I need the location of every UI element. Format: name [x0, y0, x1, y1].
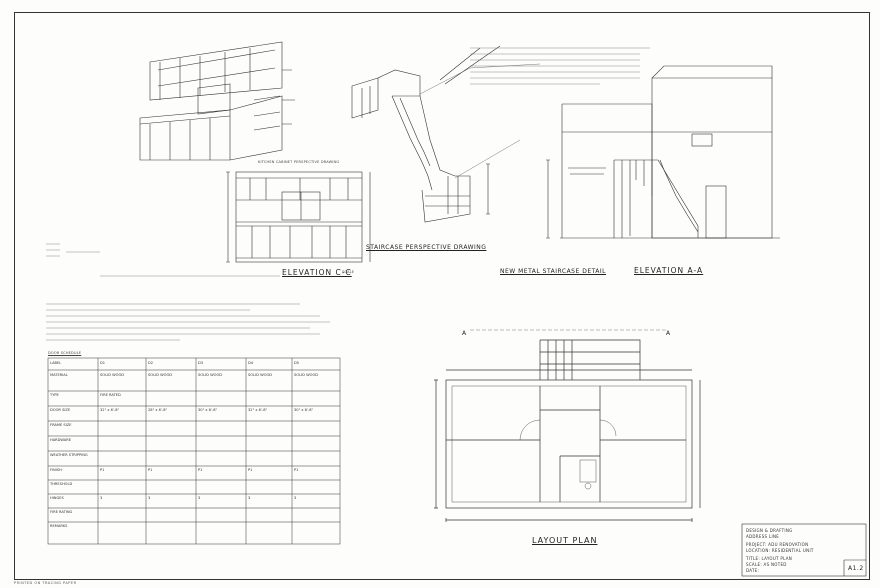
layout-plan-title: LAYOUT PLAN — [532, 536, 598, 545]
schedule-row-label: FRAME SIZE — [50, 423, 72, 427]
kitchen-perspective-title: KITCHEN CABINET PERSPECTIVE DRAWING — [258, 160, 340, 164]
schedule-header-cell: D5 — [294, 361, 300, 365]
schedule-cell: SOLID WOOD — [198, 373, 223, 377]
elevation-cc-title: ELEVATION C-C — [282, 268, 352, 277]
schedule-cell: P1 — [198, 468, 203, 472]
schedule-cell: 30" x 6'-8" — [294, 408, 314, 412]
drawing-sheet-border — [14, 12, 870, 580]
schedule-row-label: FIRE RATING — [50, 510, 73, 514]
title-block-line: DESIGN & DRAFTING — [746, 528, 793, 533]
schedule-row-label: TYPE — [50, 393, 59, 397]
schedule-cell: P1 — [248, 468, 253, 472]
schedule-row-label: DOOR SIZE — [50, 408, 71, 412]
layout-plan-drawing — [434, 339, 701, 522]
title-block-line: DATE: — [746, 568, 760, 573]
elevation-aa-title: ELEVATION A-A — [634, 266, 704, 275]
schedule-row-label: MATERIAL — [50, 373, 68, 377]
title-block-line: ADDRESS LINE — [746, 534, 780, 539]
schedule-cell: 3 — [248, 496, 251, 500]
schedule-header-cell: D1 — [100, 361, 106, 365]
schedule-row-label: FINISH — [50, 468, 62, 472]
title-block-line: LOCATION: RESIDENTIAL UNIT — [746, 548, 814, 553]
door-schedule-table — [47, 357, 341, 545]
schedule-cell: SOLID WOOD — [100, 373, 125, 377]
staircase-perspective-drawing — [351, 45, 501, 223]
schedule-cell: SOLID WOOD — [248, 373, 273, 377]
title-block — [741, 523, 867, 577]
elevation-cc-scale: SCALE — [342, 270, 355, 274]
schedule-cell: 32" x 6'-8" — [100, 408, 120, 412]
staircase-detail-title: NEW METAL STAIRCASE DETAIL — [500, 268, 607, 275]
title-block-line: PROJECT: ADU RENOVATION — [746, 542, 809, 547]
schedule-cell: 28" x 6'-8" — [148, 408, 168, 412]
schedule-row-label: REMARKS — [50, 524, 68, 528]
schedule-row-label: HARDWARE — [50, 438, 72, 442]
section-marker-left: A — [462, 330, 467, 337]
schedule-row-label: WEATHER STRIPPING — [50, 453, 88, 457]
schedule-header-cell: D4 — [248, 361, 254, 365]
staircase-perspective-title: STAIRCASE PERSPECTIVE DRAWING — [366, 244, 487, 251]
schedule-header-cell: LABEL — [50, 361, 62, 365]
elevation-cc-drawing — [226, 171, 371, 263]
schedule-cell: 3 — [100, 496, 103, 500]
title-block-line: SCALE: AS NOTED — [746, 562, 787, 567]
schedule-cell: P1 — [100, 468, 105, 472]
kitchen-perspective-drawing — [139, 41, 295, 161]
schedule-header-cell: D3 — [198, 361, 204, 365]
schedule-cell: 32" x 6'-8" — [248, 408, 268, 412]
schedule-row-label: HINGES — [50, 496, 64, 500]
schedule-cell: 3 — [294, 496, 297, 500]
schedule-title: DOOR SCHEDULE — [48, 351, 82, 355]
schedule-cell: SOLID WOOD — [294, 373, 319, 377]
elevation-aa-drawing — [546, 65, 780, 239]
schedule-cell: SOLID WOOD — [148, 373, 173, 377]
schedule-cell: 3 — [198, 496, 201, 500]
general-notes-text — [46, 47, 650, 341]
schedule-cell: 3 — [148, 496, 151, 500]
schedule-row-label: THRESHOLD — [50, 482, 73, 486]
section-marker-right: A — [666, 330, 671, 337]
title-block-line: TITLE: LAYOUT PLAN — [746, 556, 793, 561]
schedule-cell: P1 — [294, 468, 299, 472]
schedule-header-cell: D2 — [148, 361, 154, 365]
sheet-number: A1.2 — [848, 565, 864, 572]
schedule-cell: FIRE RATED — [100, 393, 121, 397]
schedule-cell: P1 — [148, 468, 153, 472]
footer-note: PRINTED ON TRACING PAPER — [14, 581, 77, 585]
schedule-cell: 30" x 6'-8" — [198, 408, 218, 412]
